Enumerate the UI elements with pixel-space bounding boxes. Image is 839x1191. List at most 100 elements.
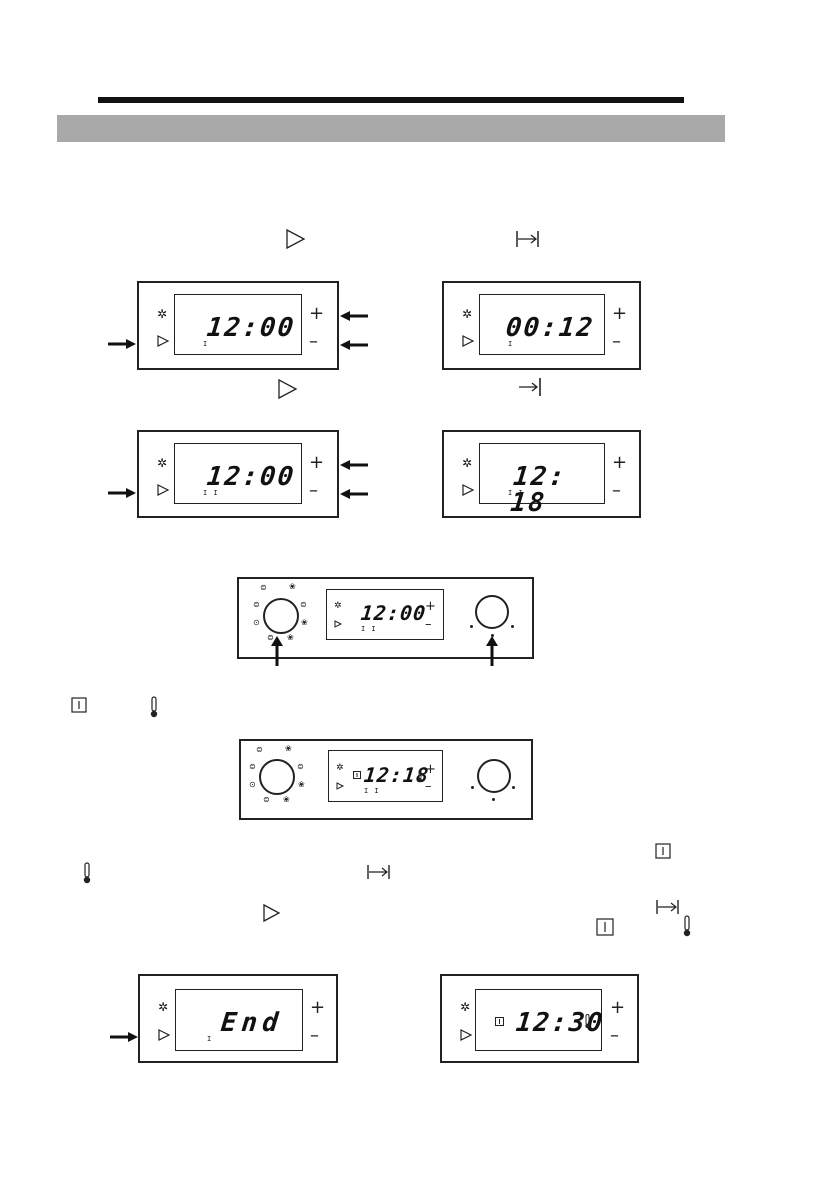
plus-button[interactable]: + <box>610 997 626 1018</box>
arrow-left-icon <box>340 460 368 470</box>
cooking-pot-icon <box>596 918 614 936</box>
plus-button[interactable]: + <box>425 762 436 777</box>
thermometer-icon <box>83 862 91 884</box>
timer-panel-1: ✲ 12:00 Ι + – <box>137 281 339 370</box>
arrow-right-icon <box>108 488 136 498</box>
play-triangle-icon <box>157 335 170 347</box>
play-triangle-icon <box>462 484 475 496</box>
mode-icon: ⊜ <box>260 583 267 592</box>
minus-button[interactable]: – <box>425 779 432 794</box>
timer-panel-3: ✲ 12:00 Ι Ι + – <box>137 430 339 518</box>
thermometer-icon <box>585 1014 590 1029</box>
lcd-digits: 12: 18 <box>509 462 568 518</box>
cooking-pot-icon <box>495 1017 504 1026</box>
minus-button[interactable]: – <box>612 480 621 501</box>
lcd-screen: End Ι <box>175 989 303 1051</box>
lcd-digits: End <box>219 1008 285 1038</box>
oven-timer-display: ✲ 12:18 Ι Ι + – <box>328 750 443 802</box>
timer-panel-4: ✲ 12: 18 Ι Ι + – <box>442 430 641 518</box>
plus-button[interactable]: + <box>310 997 326 1018</box>
minus-button[interactable]: – <box>610 1025 619 1046</box>
minus-button[interactable]: – <box>612 331 621 352</box>
mode-icon: ⊜ <box>253 600 260 609</box>
lcd-digits: 00:12 <box>504 313 596 343</box>
sun-icon: ✲ <box>460 1000 471 1014</box>
lcd-screen: 12: 18 Ι Ι <box>479 443 605 518</box>
oven-control-panel-1: ⊜ ❀ ⊜ ⊜ ⊙ ❀ ⊜ ❀ ✲ 12:00 Ι Ι + – <box>237 577 534 659</box>
section-header-band <box>57 115 725 142</box>
lcd-digits: 12:00 <box>359 601 428 625</box>
mode-icon: ❀ <box>287 633 294 642</box>
temperature-knob[interactable] <box>475 595 509 629</box>
arrow-left-icon <box>340 311 368 321</box>
temperature-knob[interactable] <box>477 759 511 793</box>
arrow-up-icon <box>486 636 498 666</box>
end-time-icon <box>519 378 541 396</box>
header-rule <box>98 97 684 103</box>
play-triangle-icon <box>158 1029 171 1041</box>
mode-icon: ⊜ <box>263 795 270 804</box>
mode-icon: ⊙ <box>253 618 260 627</box>
mode-icon: ⊜ <box>297 762 304 771</box>
lcd-digits: 12:00 <box>205 462 297 492</box>
function-selector-knob[interactable] <box>259 759 295 795</box>
mode-icon: ❀ <box>289 582 296 591</box>
indicator-marks: Ι Ι <box>203 489 219 497</box>
knob-mark <box>512 786 515 789</box>
plus-button[interactable]: + <box>309 303 325 324</box>
mode-icon: ⊙ <box>249 780 256 789</box>
lcd-digits: 12:00 <box>205 313 297 343</box>
mode-icon: ❀ <box>301 618 308 627</box>
lcd-screen: 00:12 Ι <box>479 294 605 355</box>
minus-button[interactable]: – <box>309 331 318 352</box>
duration-icon <box>656 900 679 914</box>
arrow-right-icon <box>108 339 136 349</box>
arrow-right-icon <box>110 1032 138 1042</box>
lcd-screen: 12:00 Ι <box>174 294 302 355</box>
minus-button[interactable]: – <box>310 1025 319 1046</box>
knob-mark <box>491 634 494 637</box>
plus-button[interactable]: + <box>425 599 436 614</box>
duration-icon <box>367 865 390 879</box>
knob-mark <box>492 798 495 801</box>
lcd-digits: 12:30 <box>514 1008 606 1038</box>
plus-button[interactable]: + <box>612 452 628 473</box>
sun-icon: ✲ <box>157 456 168 470</box>
sun-icon: ✲ <box>336 763 344 773</box>
sun-icon: ✲ <box>334 601 342 611</box>
cooking-pot-icon <box>655 843 671 859</box>
arrow-up-icon <box>271 636 283 666</box>
knob-mark <box>511 625 514 628</box>
sun-icon: ✲ <box>462 307 473 321</box>
plus-button[interactable]: + <box>309 452 325 473</box>
plus-button[interactable]: + <box>612 303 628 324</box>
timer-panel-2: ✲ 00:12 Ι + – <box>442 281 641 370</box>
thermometer-icon <box>683 915 691 937</box>
play-triangle-icon <box>263 903 281 923</box>
play-triangle-icon <box>278 378 298 400</box>
mode-icon: ⊜ <box>267 633 274 642</box>
play-triangle-icon <box>460 1029 473 1041</box>
indicator-marks: Ι <box>203 340 209 348</box>
mode-icon: ❀ <box>283 795 290 804</box>
oven-control-panel-2: ⊜ ❀ ⊜ ⊜ ⊙ ❀ ⊜ ❀ ✲ 12:18 Ι Ι + – <box>239 739 533 820</box>
mode-icon: ⊜ <box>249 762 256 771</box>
thermometer-icon <box>150 696 158 718</box>
lcd-screen: 12:00 Ι Ι <box>174 443 302 504</box>
cooking-pot-icon <box>353 771 361 779</box>
indicator-marks: Ι <box>207 1035 213 1043</box>
oven-timer-display: ✲ 12:00 Ι Ι + – <box>326 589 444 640</box>
mode-icon: ❀ <box>298 780 305 789</box>
mode-icon: ⊜ <box>300 600 307 609</box>
arrow-left-icon <box>340 489 368 499</box>
minus-button[interactable]: – <box>309 480 318 501</box>
sun-icon: ✲ <box>158 1000 169 1014</box>
play-triangle-icon <box>286 228 306 250</box>
lcd-screen: 12:30 <box>475 989 606 1051</box>
sun-icon: ✲ <box>462 456 473 470</box>
play-triangle-icon <box>336 782 345 790</box>
knob-mark <box>470 625 473 628</box>
indicator-marks: Ι Ι <box>364 787 380 795</box>
minus-button[interactable]: – <box>425 617 432 632</box>
function-selector-knob[interactable] <box>263 598 299 634</box>
